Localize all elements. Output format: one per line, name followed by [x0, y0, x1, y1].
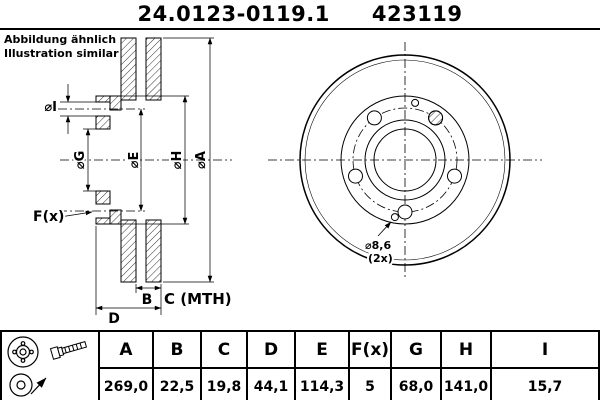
note-line-de: Abbildung ähnlich — [4, 33, 117, 46]
col-header-g: G — [390, 330, 442, 369]
dim-label-h: ⌀H — [170, 151, 185, 170]
col-header-i: I — [490, 330, 600, 369]
bolt-icon — [49, 341, 88, 360]
section-hatched-solids — [95, 37, 162, 283]
front-view — [299, 54, 511, 266]
col-header-e: E — [294, 330, 350, 369]
col-header-h: H — [440, 330, 492, 369]
hole-count-label: (2x) — [368, 252, 393, 265]
dim-label-c: C (MTH) — [164, 290, 232, 308]
col-header-b: B — [152, 330, 202, 369]
value-c: 19,8 — [200, 367, 248, 400]
col-header-c: C — [200, 330, 248, 369]
value-g: 68,0 — [390, 367, 442, 400]
disc-direction-icon — [9, 373, 47, 397]
dim-label-f: F(x) — [33, 209, 64, 225]
table-row: 269,0 22,5 19,8 44,1 114,3 5 68,0 141,0 … — [1, 367, 600, 400]
dim-label-a: ⌀A — [194, 151, 209, 169]
dimension-table: A B C D E F(x) G H I 269,0 22,5 19,8 44,… — [0, 330, 600, 400]
value-h: 141,0 — [440, 367, 492, 400]
section-view — [95, 37, 162, 283]
dim-label-g: ⌀G — [73, 151, 88, 170]
reference-number: 423119 — [371, 2, 463, 26]
value-i: 15,7 — [490, 367, 600, 400]
sectioned-bolt-hole — [428, 110, 444, 126]
col-header-f: F(x) — [348, 330, 392, 369]
col-header-a: A — [98, 330, 154, 369]
value-d: 44,1 — [246, 367, 296, 400]
table-icon-cell — [0, 330, 100, 400]
disc-front-icon — [7, 336, 39, 368]
value-b: 22,5 — [152, 367, 202, 400]
dim-label-e: ⌀E — [127, 152, 142, 169]
technical-drawing: ⌀8,6 (2x) — [31, 37, 542, 327]
hole-diameter-label: ⌀8,6 — [365, 239, 391, 252]
note-line-en: Illustration similar — [4, 46, 119, 60]
value-e: 114,3 — [294, 367, 350, 400]
value-f: 5 — [348, 367, 392, 400]
col-header-d: D — [246, 330, 296, 369]
value-a: 269,0 — [98, 367, 154, 400]
illustration-note: Abbildung ähnlich Illustration similar — [4, 33, 119, 61]
dim-label-d: D — [108, 311, 120, 327]
dim-label-b: B — [142, 292, 153, 308]
part-number: 24.0123-0119.1 — [137, 2, 330, 26]
dim-label-i: ⌀I — [44, 100, 57, 115]
dimension-lines — [59, 37, 214, 315]
centerlines — [58, 42, 542, 280]
title-bar: 24.0123-0119.1 423119 — [0, 0, 600, 30]
